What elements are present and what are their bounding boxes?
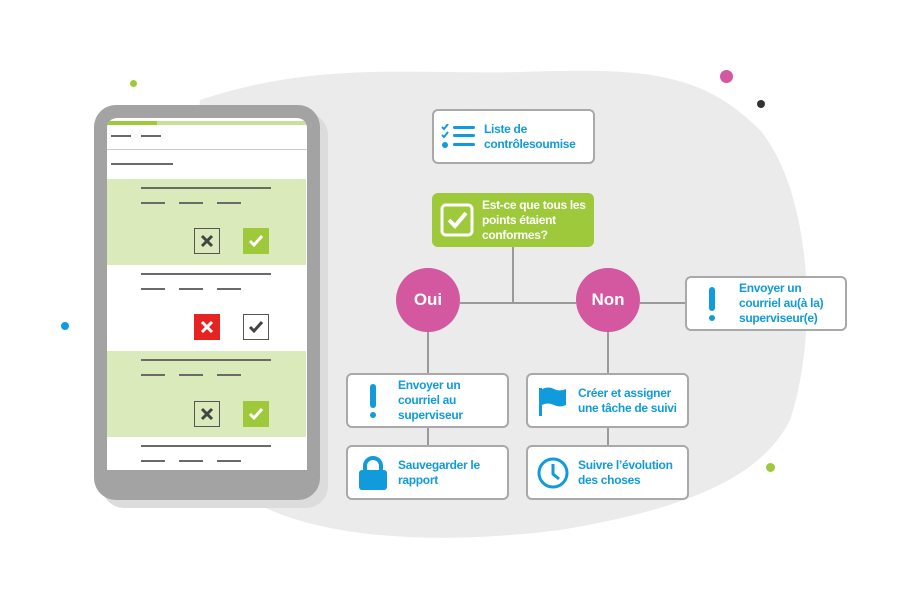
connector	[640, 302, 685, 304]
no-task-box: Créer et assigner une tâche de suivi	[526, 373, 689, 428]
checkbox-icon	[432, 202, 482, 238]
x-checkbox[interactable]	[194, 401, 220, 427]
decor-dot	[720, 70, 733, 83]
checklist-submitted-box: Liste de contrôlesoumise	[432, 109, 595, 164]
decor-dot	[757, 100, 765, 108]
checklist-icon	[434, 123, 484, 150]
decor-dot	[130, 80, 137, 87]
yes-email-box: Envoyer un courriel au superviseur	[346, 373, 509, 428]
decor-dot	[766, 463, 775, 472]
exclamation-icon	[687, 286, 737, 321]
yes-save-box: Sauvegarder le rapport	[346, 445, 509, 500]
decor-dot	[61, 322, 69, 330]
exclamation-icon	[348, 383, 398, 418]
check-checkbox[interactable]	[243, 401, 269, 427]
check-checkbox[interactable]	[243, 228, 269, 254]
x-checkbox[interactable]	[194, 228, 220, 254]
connector	[460, 302, 576, 304]
lock-icon	[348, 455, 398, 490]
no-email-box: Envoyer un courriel au(à la) superviseur…	[685, 276, 847, 331]
no-track-box: Suivre l’évolution des choses	[526, 445, 689, 500]
x-checkbox[interactable]	[194, 314, 220, 340]
progress-bar	[107, 121, 157, 125]
connector	[512, 247, 514, 304]
check-checkbox[interactable]	[243, 314, 269, 340]
yes-node: Oui	[396, 268, 460, 332]
phone-screen	[107, 118, 307, 470]
flag-icon	[528, 386, 578, 416]
clock-icon	[528, 456, 578, 490]
question-box: Est-ce que tous les points étaient confo…	[432, 193, 594, 247]
no-node: Non	[576, 268, 640, 332]
